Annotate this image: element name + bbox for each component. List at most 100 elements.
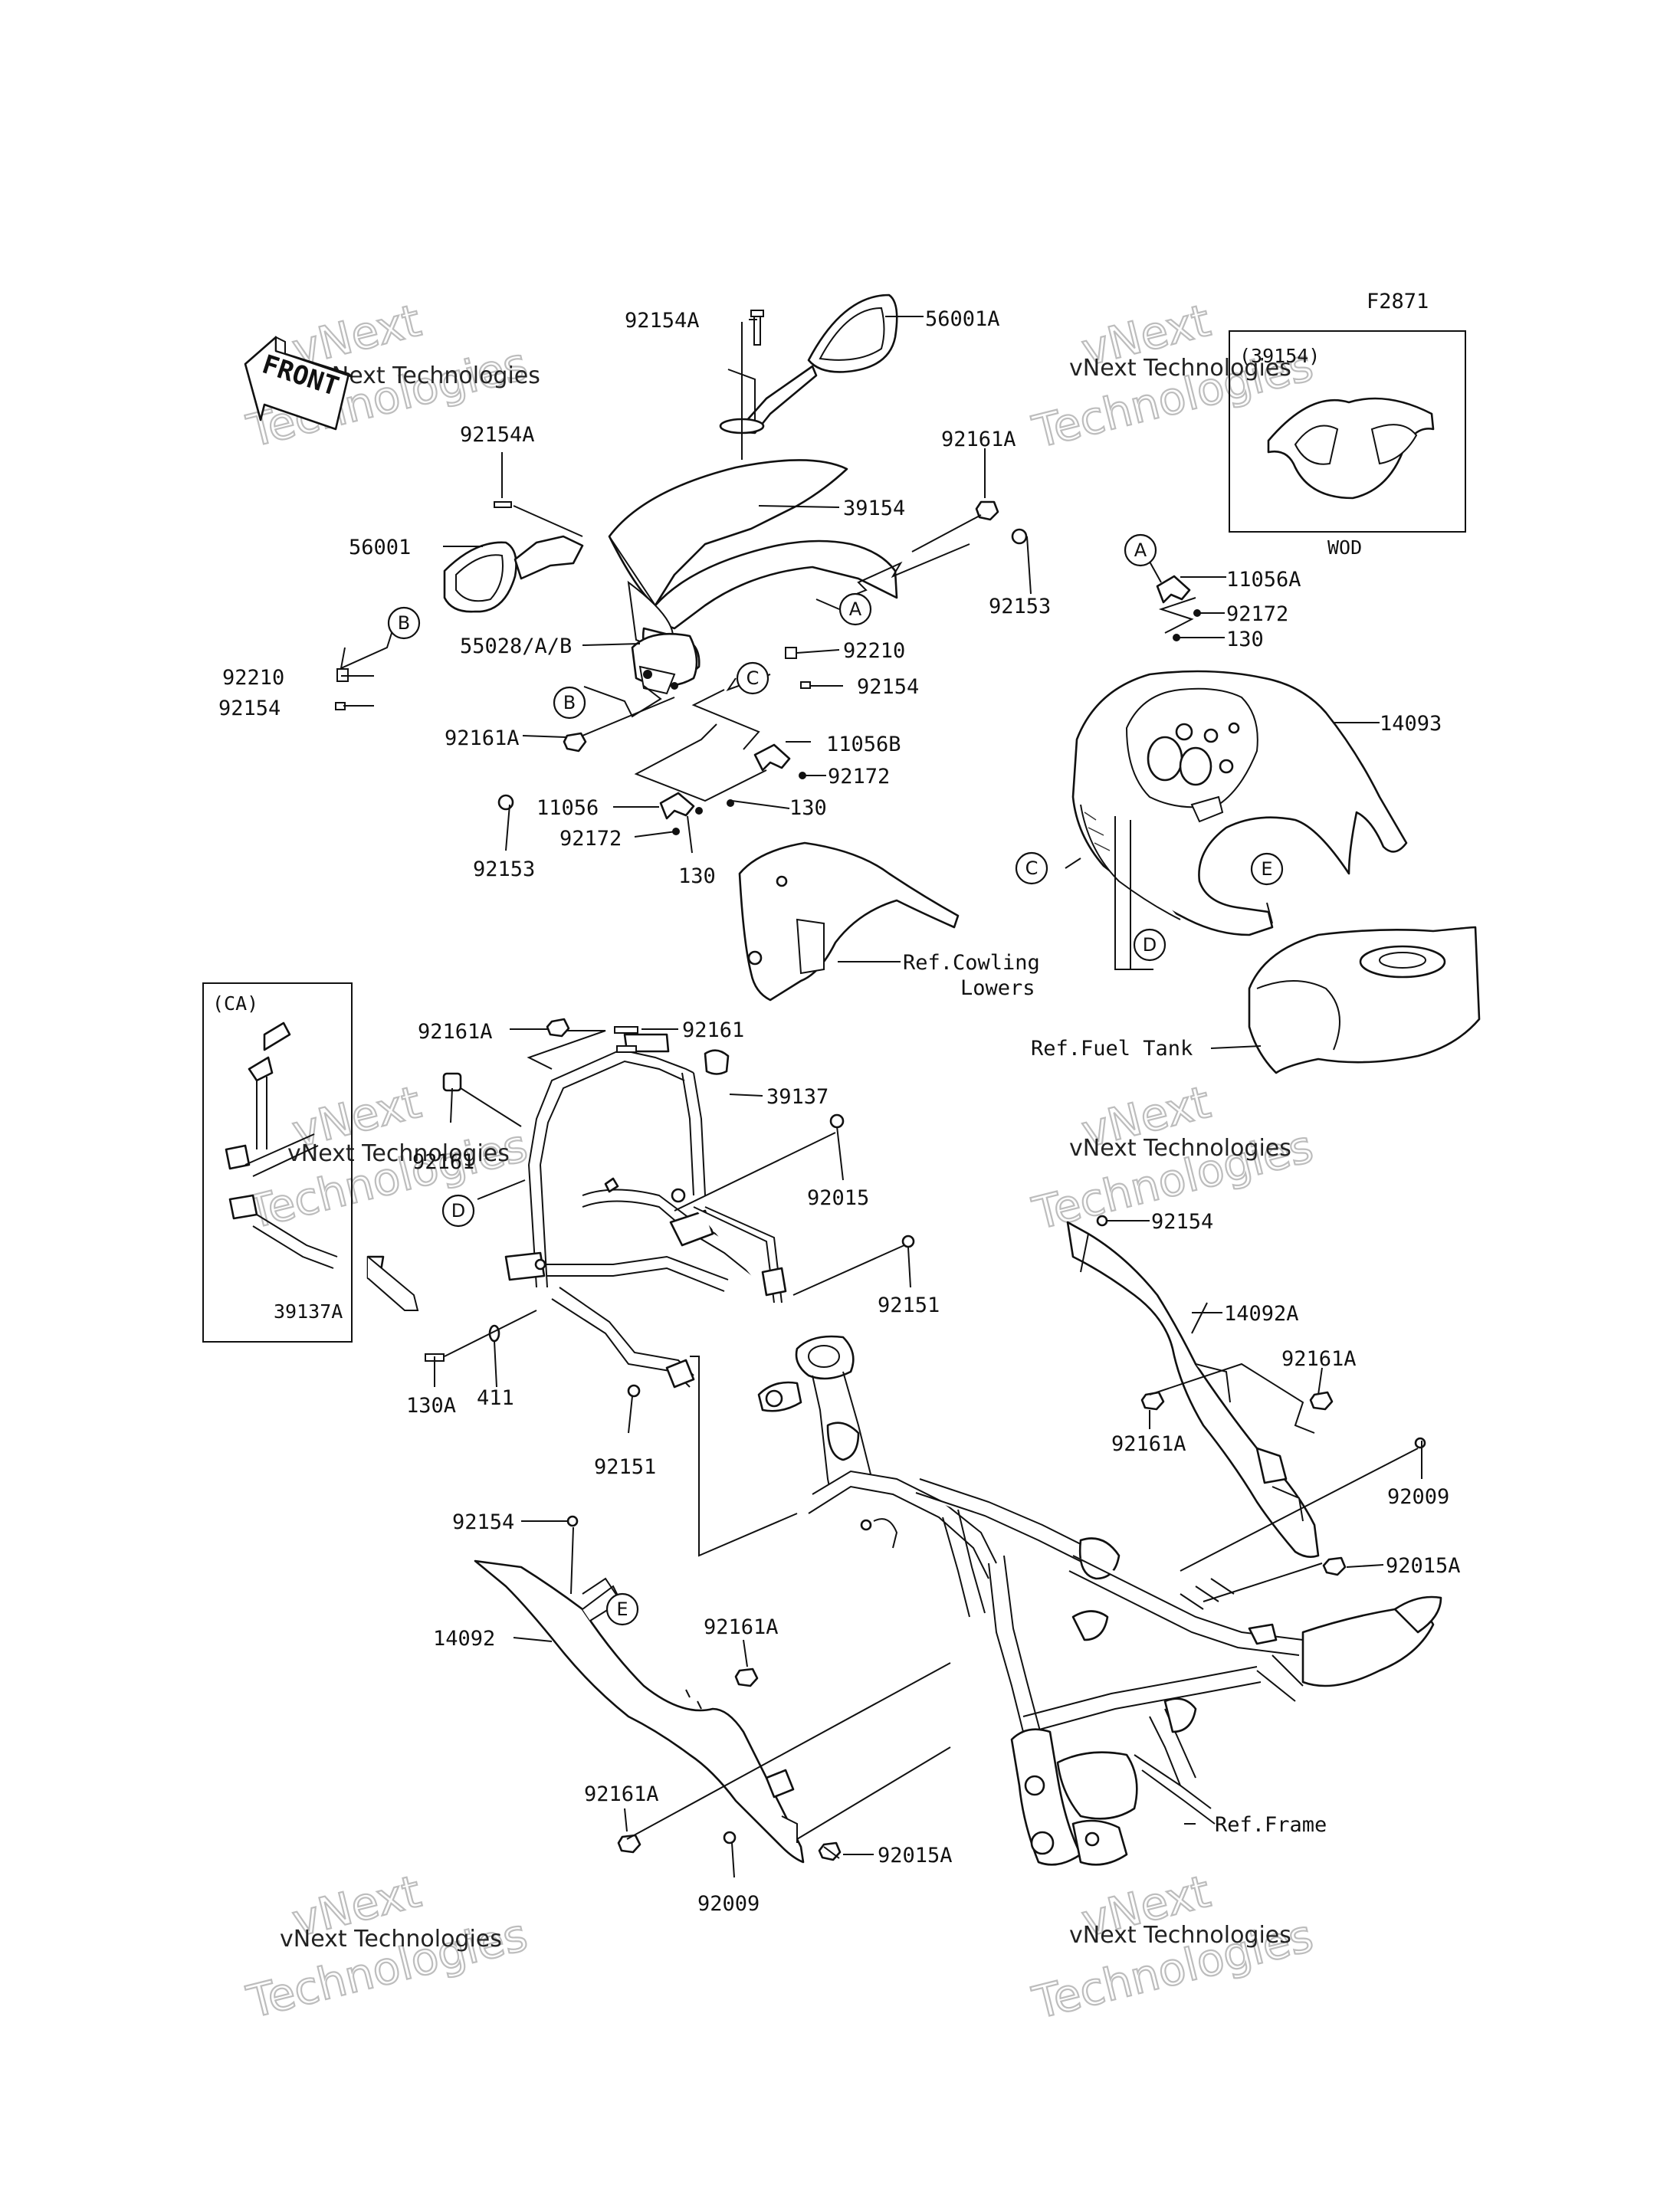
inset-wod: (39154) WOD [1229,330,1466,559]
label-92153-right: 92153 [989,595,1051,618]
label-92172-right: 92172 [1226,602,1288,626]
watermark-text: vNext Technologies [1069,1135,1291,1162]
watermark-bottom-left: vNext Technologies vNext Technologies [241,1864,533,2029]
label-92009-left: 92009 [697,1892,760,1916]
label-56001A: 56001A [925,307,1000,331]
label-ref-frame: Ref.Frame [1215,1813,1327,1837]
inset-wod-part: (39154) [1239,345,1320,367]
label-92172-mid: 92172 [828,765,890,789]
main-frame-ref [757,1335,1442,1866]
watermark-bottom-right: vNext Technologies vNext Technologies [1027,1864,1319,2030]
label-92154A-left: 92154A [460,423,535,447]
svg-text:E: E [616,1599,628,1620]
mirror-56001A [719,293,898,434]
label-14093: 14093 [1380,712,1442,736]
label-39137: 39137 [766,1085,829,1109]
cowling-lowers-ref [738,841,960,1002]
clip-11056B [727,743,806,807]
callout-E-right: E [1250,852,1284,886]
label-39154: 39154 [843,497,905,520]
label-92154A-top: 92154A [625,309,700,333]
fasteners-top [335,310,1028,811]
label-14092A: 14092A [1224,1302,1299,1326]
callout-A-upper: A [838,592,872,626]
label-92153-left: 92153 [473,857,535,881]
label-92210-left: 92210 [222,666,284,690]
label-92154-l: 92154 [452,1510,514,1534]
svg-text:D: D [451,1200,465,1221]
label-56001: 56001 [349,536,411,559]
callout-D-frame: D [441,1194,475,1228]
leader-lines [340,316,1422,1878]
callout-A-right: A [1124,533,1157,567]
label-ref-cowling: Ref.Cowling [903,951,1040,975]
svg-text:A: A [1134,539,1147,561]
label-92009-right: 92009 [1387,1485,1449,1509]
label-11056A: 11056A [1226,568,1301,592]
label-55028: 55028/A/B [460,635,572,658]
label-92015A-right: 92015A [1386,1554,1461,1578]
svg-text:A: A [849,598,862,620]
callout-E-lower: E [605,1592,639,1626]
callout-D-right: D [1133,928,1166,962]
cowl-frame-39137 [504,1033,787,1389]
inset-ca: (CA) 39137A [202,982,419,1343]
label-130-mid: 130 [789,796,827,820]
svg-text:Technologies: Technologies [242,1119,533,1238]
label-92161A-r2: 92161A [1111,1432,1186,1456]
label-92015: 92015 [807,1186,869,1210]
label-92161-ghost: 92161 [412,1150,474,1174]
label-92161A-l2: 92161A [584,1782,659,1806]
watermark-text: vNext Technologies [280,1926,502,1953]
label-ref-cowling-2: Lowers [960,976,1035,1000]
label-130-low: 130 [678,864,716,888]
label-130-right: 130 [1226,628,1264,651]
part-labels: 92154A 56001A 92154A 39154 92161A 56001 … [218,307,1461,1916]
watermark-text: vNext Technologies [318,362,540,389]
callouts: A A B B C C D D E E [387,533,1284,1626]
label-92161A-l1: 92161A [704,1615,779,1639]
label-11056: 11056 [536,796,599,820]
figure-code: F2871 [1367,290,1429,313]
label-92151-right: 92151 [878,1294,940,1317]
label-92015A-left: 92015A [878,1844,953,1867]
label-14092: 14092 [433,1627,495,1651]
svg-text:C: C [1025,857,1039,879]
label-92161A-mid: 92161A [445,726,520,750]
inset-wod-caption: WOD [1327,536,1362,559]
label-92210-right: 92210 [843,639,905,663]
watermark-text: vNext Technologies [1069,355,1291,382]
label-411: 411 [477,1386,514,1410]
inset-ca-label: (CA) [212,992,258,1015]
label-92154-r: 92154 [1151,1210,1213,1234]
label-92151-low: 92151 [594,1455,656,1479]
svg-text:B: B [398,612,410,634]
clip-11056 [659,792,703,835]
watermark-mid-left: vNext Technologies vNext Technologies [241,1075,533,1240]
mirror-56001 [443,535,584,613]
svg-text:B: B [563,692,576,713]
side-cover-14092A [1066,1221,1320,1558]
label-92154-mid: 92154 [857,675,919,699]
label-92161-frame: 92161 [682,1018,744,1042]
callout-B-right: B [387,606,421,640]
callout-C-upper: C [736,661,769,695]
stay-55028 [631,632,698,695]
svg-text:E: E [1261,858,1272,880]
label-92161A-r1: 92161A [1281,1347,1357,1371]
label-ref-fuel-tank: Ref.Fuel Tank [1031,1037,1193,1061]
label-92154-left: 92154 [218,697,281,720]
label-92172-low: 92172 [559,827,622,851]
inset-ca-part: 39137A [274,1300,343,1323]
label-92161A-frame: 92161A [418,1020,493,1044]
callout-C-right: C [1015,851,1048,885]
watermark-text: vNext Technologies [1069,1922,1291,1949]
label-11056B: 11056B [826,733,901,756]
inner-cowl-14093 [1071,670,1408,936]
side-cover-14092 [474,1559,805,1864]
label-92161A-top: 92161A [941,428,1016,451]
svg-text:C: C [746,667,760,689]
fuel-tank-ref [1248,926,1481,1074]
callout-B-mid: B [553,686,586,720]
